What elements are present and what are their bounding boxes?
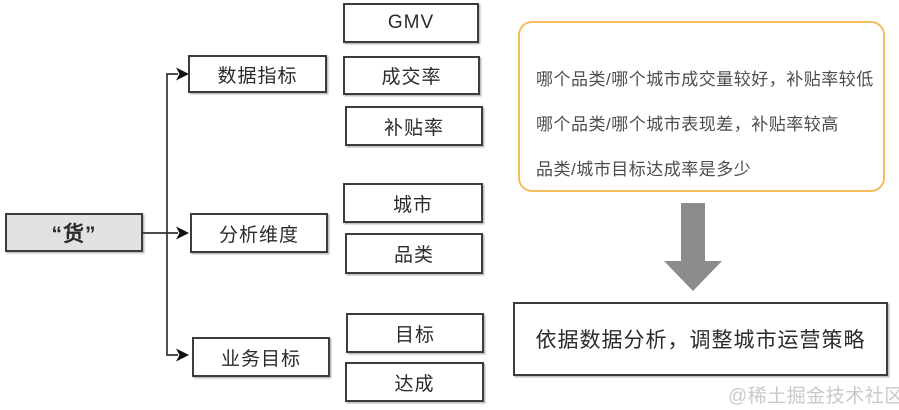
note-line: 品类/城市目标达成率是多少	[536, 160, 752, 179]
branch-box-analysis-dimensions: 分析维度	[190, 213, 328, 253]
hub-box-goods: “货”	[5, 213, 143, 252]
conclusion-box: 依据数据分析，调整城市运营策略	[513, 302, 888, 376]
leaf-box-achievement: 达成	[345, 362, 484, 402]
note-line: 哪个品类/哪个城市成交量较好，补贴率较低	[536, 70, 874, 89]
branch-box-data-metrics: 数据指标	[188, 55, 327, 93]
watermark-text: @稀土掘金技术社区	[728, 386, 899, 407]
leaf-box-subsidy-rate: 补贴率	[345, 106, 483, 146]
branch-box-business-goal: 业务目标	[192, 337, 330, 377]
leaf-box-target: 目标	[346, 313, 484, 353]
arrowhead-to-dimensions	[176, 226, 189, 240]
note-line: 哪个品类/哪个城市表现差，补贴率较高	[536, 115, 839, 134]
leaf-box-city: 城市	[343, 183, 483, 223]
down-arrow-icon	[664, 203, 722, 291]
leaf-box-category: 品类	[345, 233, 483, 274]
leaf-box-gmv: GMV	[343, 3, 479, 43]
leaf-box-conversion-rate: 成交率	[343, 56, 480, 95]
arrowhead-to-business-goal	[176, 348, 189, 362]
analysis-questions-note: 哪个品类/哪个城市成交量较好，补贴率较低 哪个品类/哪个城市表现差，补贴率较高 …	[518, 21, 885, 192]
